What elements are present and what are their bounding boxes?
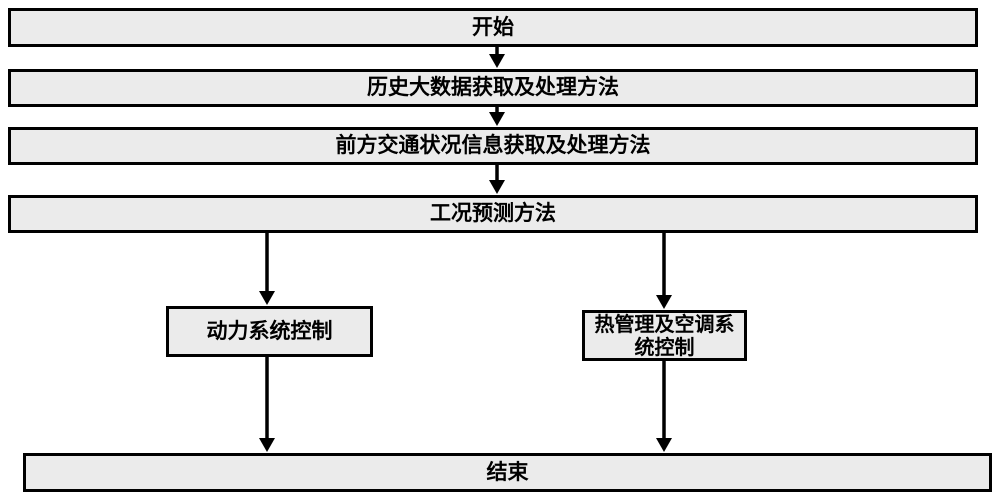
node-power-control: 动力系统控制 [166, 306, 373, 357]
arrow-start-to-historical [489, 47, 505, 68]
node-thermal-ac-control: 热管理及空调系统控制 [582, 310, 747, 361]
node-start: 开始 [8, 8, 978, 47]
node-historical-data: 历史大数据获取及处理方法 [8, 69, 978, 107]
node-traffic-info: 前方交通状况信息获取及处理方法 [8, 127, 978, 165]
arrow-traffic-to-prediction [489, 164, 505, 194]
arrow-historical-to-traffic [489, 106, 505, 126]
node-condition-prediction: 工况预测方法 [8, 195, 978, 233]
arrow-prediction-to-power [259, 232, 275, 305]
arrow-power-to-end [259, 357, 275, 452]
node-end: 结束 [23, 453, 992, 492]
arrow-prediction-to-thermal [656, 232, 672, 309]
arrow-thermal-to-end [656, 361, 672, 452]
